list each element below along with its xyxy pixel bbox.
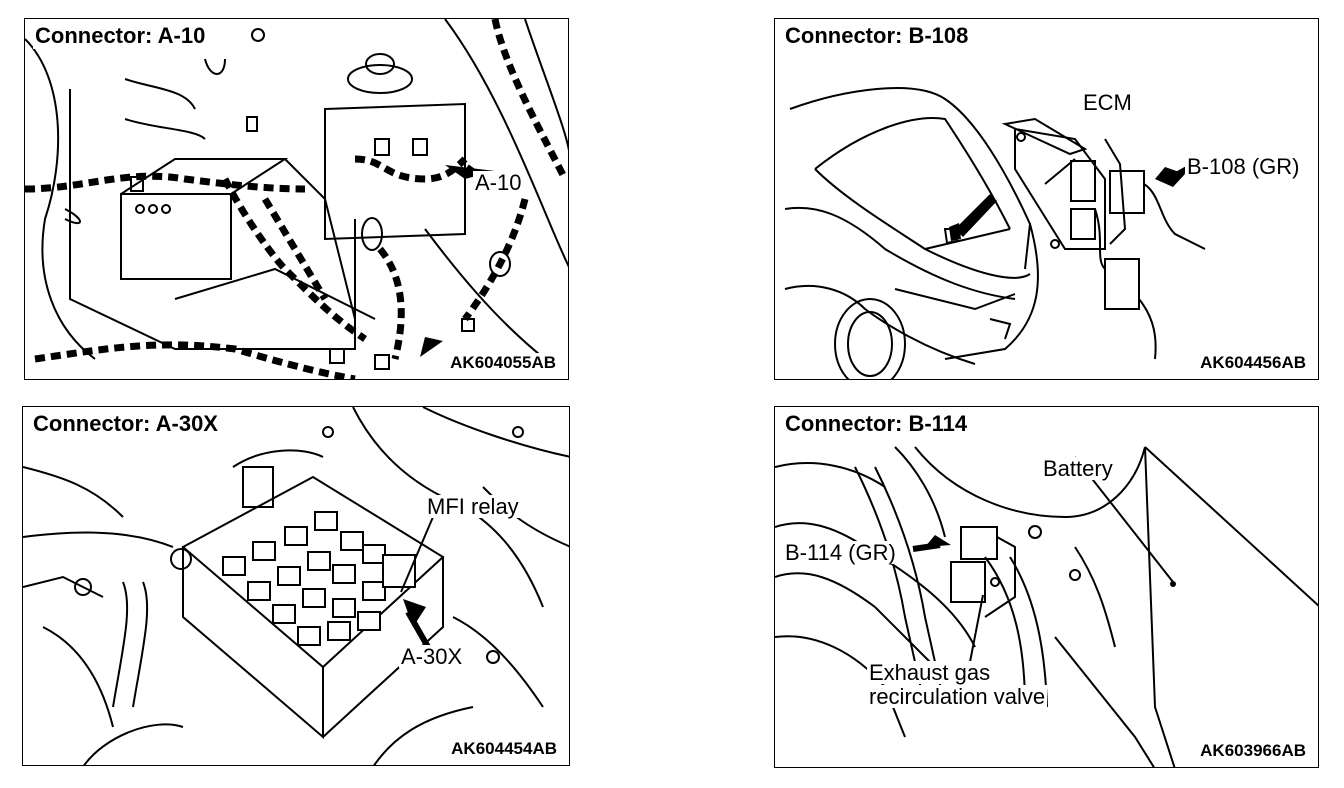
panel-title: Connector: B-114 [783, 411, 970, 437]
ecm-label: ECM [1081, 90, 1134, 115]
figure-code: AK604055AB [448, 353, 558, 373]
figure-code: AK604454AB [449, 739, 559, 759]
egr-valve-label-line2: recirculation valve [867, 684, 1048, 709]
panel-title: Connector: A-30X [31, 411, 220, 437]
panel-title: Connector: B-108 [783, 23, 971, 49]
panel-connector-b108: Connector: B-108 ECM B-108 (GR) AK604456… [774, 18, 1319, 380]
panel-connector-a10: Connector: A-10 A-10 AK604055AB [24, 18, 569, 380]
vehicle-ecm-illustration [784, 87, 1206, 379]
panel-connector-a30x: Connector: A-30X MFI relay A-30X AK60445… [22, 406, 570, 766]
connector-label-a30x: A-30X [399, 644, 465, 669]
connector-label-b114: B-114 (GR) [783, 540, 898, 565]
figure-code: AK603966AB [1198, 741, 1308, 761]
egr-valve-label-line1: Exhaust gas [867, 660, 993, 685]
connector-label-a10: A-10 [473, 170, 524, 195]
relay-box-illustration [23, 407, 569, 765]
battery-label: Battery [1041, 456, 1115, 481]
egr-valve-illustration [775, 446, 1318, 767]
panel-connector-b114: Connector: B-114 Battery B-114 (GR) Exha… [774, 406, 1319, 768]
mfi-relay-label: MFI relay [425, 494, 521, 519]
engine-bay-illustration-a10 [25, 19, 568, 379]
panel-title: Connector: A-10 [33, 23, 208, 49]
figure-code: AK604456AB [1198, 353, 1308, 373]
connector-label-b108: B-108 (GR) [1185, 154, 1302, 179]
